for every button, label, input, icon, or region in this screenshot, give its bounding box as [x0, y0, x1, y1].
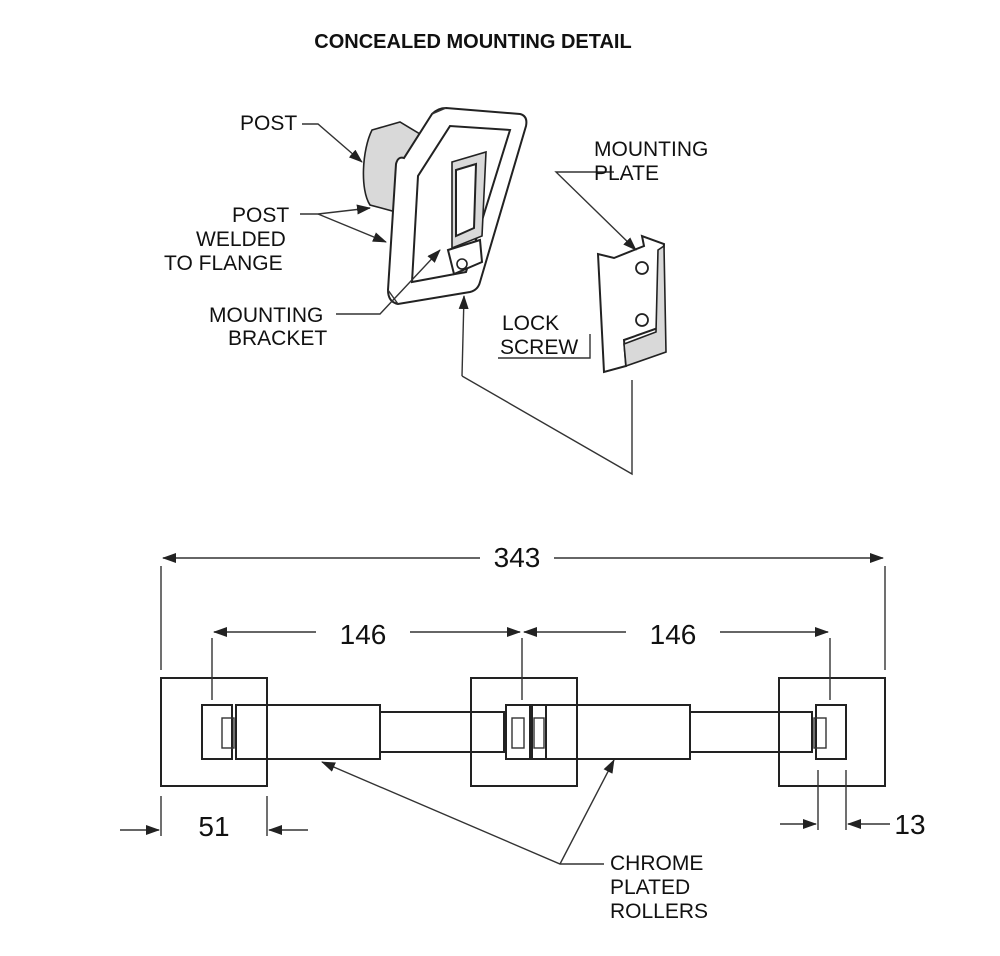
label-post-welded-2: WELDED: [196, 228, 286, 251]
label-rollers-3: ROLLERS: [610, 900, 708, 923]
flange-middle: [470, 677, 578, 787]
flange-left: [160, 677, 268, 787]
dim-overall: 343: [494, 542, 541, 573]
label-post-welded-3: TO FLANGE: [164, 252, 283, 275]
label-post-welded-1: POST: [232, 204, 289, 227]
label-rollers-2: PLATED: [610, 876, 690, 899]
plate-hole-lower: [635, 313, 649, 327]
roller-right-tube: [689, 711, 813, 753]
roller-right: [545, 704, 691, 760]
label-post: POST: [240, 112, 297, 135]
flange-right: [778, 677, 886, 787]
roller-left: [235, 704, 381, 760]
bracket-right: [815, 704, 847, 760]
lock-screw-head: [456, 258, 468, 270]
dim-span-right: 146: [650, 619, 697, 650]
roller-left-tube: [379, 711, 505, 753]
plate-hole-upper: [635, 261, 649, 275]
label-lock-screw-2: SCREW: [500, 336, 578, 359]
bracket-left: [201, 704, 233, 760]
label-mounting-plate-2: PLATE: [594, 162, 659, 185]
dim-span-left: 146: [340, 619, 387, 650]
label-mounting-plate-1: MOUNTING: [594, 138, 708, 161]
mounting-plate-flange: [623, 244, 667, 368]
dim-bracket: 13: [894, 809, 925, 840]
dim-flange: 51: [198, 811, 229, 842]
bracket-side: [455, 162, 478, 238]
bracket-middle-a: [505, 704, 531, 760]
isometric-detail: [300, 106, 667, 476]
plan-view: [120, 553, 890, 865]
bracket-middle-b: [531, 704, 547, 760]
drawing-title: CONCEALED MOUNTING DETAIL: [314, 31, 631, 53]
label-mounting-bracket-2: BRACKET: [228, 327, 327, 350]
label-lock-screw-1: LOCK: [502, 312, 559, 335]
label-rollers-1: CHROME: [610, 852, 703, 875]
label-mounting-bracket-1: MOUNTING: [209, 304, 323, 327]
